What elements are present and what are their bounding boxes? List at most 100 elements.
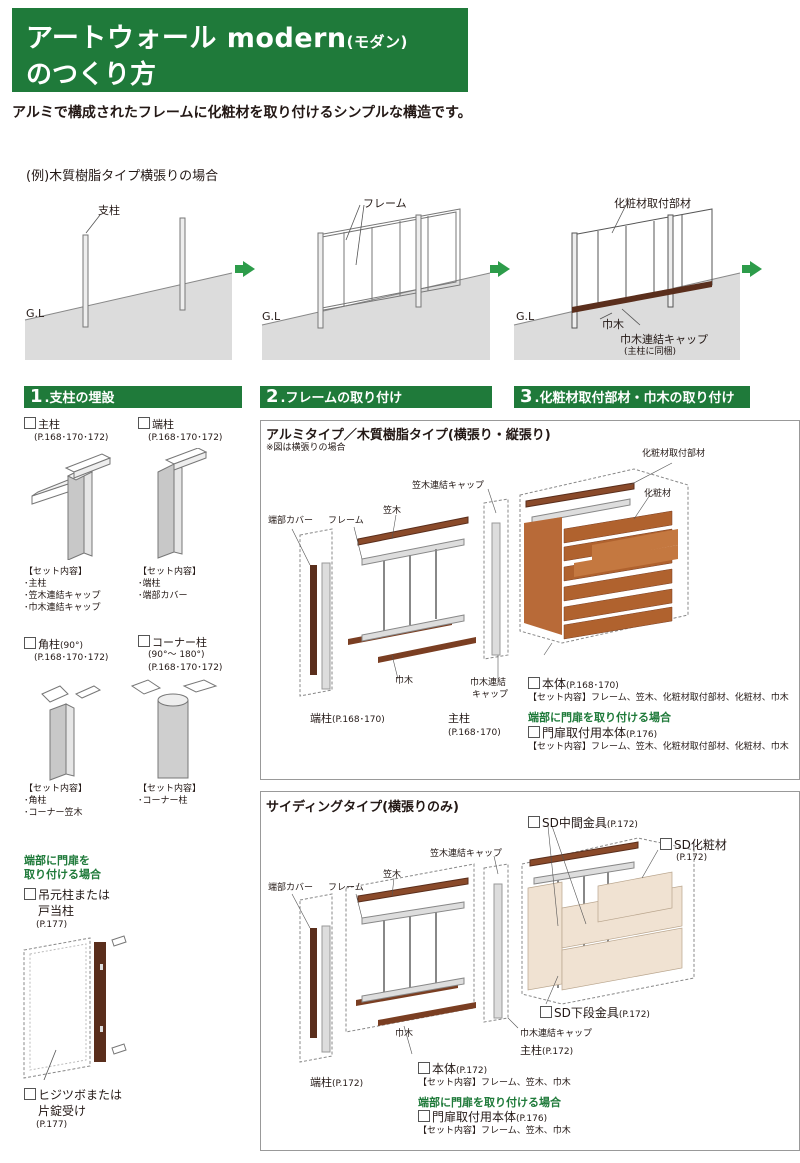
ground-line-1: [24, 272, 233, 321]
siding-label-end-post: 端柱(P.172): [310, 1076, 364, 1089]
corner-post-pages: (P.168･170･172): [34, 653, 109, 663]
title-paren: (モダン): [346, 33, 408, 51]
label-gl-2: G.L: [262, 310, 281, 323]
main-post-name: 主柱: [24, 416, 60, 432]
alumi-label-main-post-pages: (P.168･170): [448, 728, 501, 738]
alumi-label-main-post: 主柱: [448, 712, 470, 725]
next-arrow-1: [243, 261, 255, 277]
gate-title-line2: 取り付ける場合: [24, 868, 101, 881]
end-post-name: 端柱: [138, 416, 174, 432]
alumi-label-end-post: 端柱(P.168･170): [310, 712, 385, 725]
ground-2: [262, 273, 490, 360]
corner-column-name: コーナー柱: [138, 634, 207, 650]
corner-column-set: 【セット内容】 ･コーナー柱: [138, 784, 202, 806]
corner-post-name: 角柱(90°): [24, 636, 83, 652]
checkbox-icon: [528, 726, 540, 738]
next-arrow-3-bar: [742, 265, 750, 273]
siding-label-kasagi: 笠木: [383, 870, 402, 880]
gate-illustration: [23, 935, 127, 1080]
page-title: アートウォール modern(モダン): [26, 23, 408, 54]
example-title: (例)木質樹脂タイプ横張りの場合: [26, 169, 219, 184]
siding-label-main-post: 主柱(P.172): [520, 1044, 574, 1057]
alumi-label-frame: フレーム: [328, 516, 364, 526]
page-title-line2: のつくり方: [26, 60, 157, 90]
alumi-gate-title: 端部に門扉を取り付ける場合: [528, 711, 671, 724]
next-arrow-2-bar: [490, 265, 498, 273]
siding-label-sd-finish-pages: (P.172): [676, 853, 708, 863]
checkbox-icon: [138, 635, 150, 647]
siding-label-sd-finish: SD化粧材: [660, 836, 727, 853]
ground-3: [514, 273, 740, 360]
hanging-post-name2: 戸当柱: [38, 904, 75, 918]
step-2: 2.フレームの取り付け: [260, 386, 492, 408]
alumi-body-set: 【セット内容】フレーム、笠木、化粧材取付部材、化粧材、巾木: [528, 693, 789, 703]
alumi-label-attach: 化粧材取付部材: [642, 449, 706, 459]
hinge-name2: 片錠受け: [38, 1104, 87, 1118]
label-frame: フレーム: [363, 197, 407, 210]
label-attach-top: 化粧材取付部材: [614, 197, 691, 210]
siding-label-sd-mid: SD中間金具(P.172): [528, 814, 638, 831]
siding-gate-title: 端部に門扉を取り付ける場合: [418, 1096, 561, 1109]
overview-diagrams: [24, 204, 741, 360]
siding-gate-body: 門扉取付用本体(P.176): [418, 1108, 547, 1125]
checkbox-icon: [24, 637, 36, 649]
siding-label-kasagi-cap: 笠木連結キャップ: [430, 849, 503, 859]
next-arrow-3: [750, 261, 762, 277]
gate-title-line1: 端部に門扉を: [24, 854, 90, 867]
post-illustrations-row1: [31, 448, 208, 560]
siding-label-habaki: 巾木: [395, 1029, 414, 1039]
alumi-body: 本体(P.168･170): [528, 675, 619, 692]
label-habaki-top: 巾木: [602, 318, 624, 331]
hinge-name: ヒジツボまたは: [24, 1086, 122, 1103]
checkbox-icon: [528, 816, 540, 828]
frame-2: [317, 208, 461, 329]
intro-text: アルミで構成されたフレームに化粧材を取り付けるシンプルな構造です。: [12, 105, 472, 121]
checkbox-icon: [540, 1006, 552, 1018]
checkbox-icon: [24, 1088, 36, 1100]
alumi-label-habaki-cap2: キャップ: [472, 690, 509, 700]
alumi-label-kasagi: 笠木: [383, 506, 402, 516]
siding-label-frame: フレーム: [328, 883, 364, 893]
checkbox-icon: [24, 417, 36, 429]
siding-body-set: 【セット内容】フレーム、笠木、巾木: [418, 1078, 571, 1088]
label-gl-1: G.L: [26, 307, 45, 320]
main-post-set: 【セット内容】 ･主柱 ･笠木連結キャップ ･巾木連結キャップ: [24, 567, 101, 613]
checkbox-icon: [24, 888, 36, 900]
alumi-gate-set: 【セット内容】フレーム、笠木、化粧材取付部材、化粧材、巾木: [528, 742, 789, 752]
habaki-3: [572, 281, 712, 313]
label-habaki-cap-note: (主柱に同梱): [624, 347, 677, 357]
post-illustrations-row2: [41, 679, 218, 781]
alumi-label-kasagi-cap: 笠木連結キャップ: [412, 481, 485, 491]
label-habaki-cap: 巾木連結キャップ: [620, 333, 708, 346]
alumi-label-finish: 化粧材: [644, 489, 672, 499]
siding-label-habaki-cap: 巾木連結キャップ: [520, 1029, 593, 1039]
next-arrow-1-bar: [235, 265, 243, 273]
corner-post-set: 【セット内容】 ･角柱 ･コーナー笠木: [24, 784, 88, 818]
alumi-gate-body: 門扉取付用本体(P.176): [528, 724, 657, 741]
post-1b: [179, 217, 186, 311]
hinge-pages: (P.177): [36, 1120, 68, 1130]
hanging-post-pages: (P.177): [36, 920, 68, 930]
post-1a: [82, 234, 89, 328]
alumi-diagram: [291, 462, 689, 697]
hanging-post-name: 吊元柱または: [24, 886, 110, 903]
step-1: 1.支柱の埋設: [24, 386, 242, 408]
checkbox-icon: [138, 417, 150, 429]
siding-gate-set: 【セット内容】フレーム、笠木、巾木: [418, 1126, 571, 1136]
ground-1: [25, 273, 232, 360]
checkbox-icon: [418, 1062, 430, 1074]
end-post-set: 【セット内容】 ･端柱 ･端部カバー: [138, 567, 202, 601]
siding-label-sd-low: SD下段金具(P.172): [540, 1004, 650, 1021]
title-banner: [12, 8, 468, 92]
checkbox-icon: [418, 1110, 430, 1122]
alumi-title: アルミタイプ／木質樹脂タイプ(横張り・縦張り): [266, 428, 551, 443]
checkbox-icon: [660, 838, 672, 850]
alumi-label-habaki: 巾木: [395, 676, 414, 686]
siding-title: サイディングタイプ(横張りのみ): [266, 800, 459, 815]
siding-label-end-cover: 端部カバー: [268, 883, 314, 893]
label-gl-3: G.L: [516, 310, 535, 323]
siding-diagram: [291, 825, 695, 1063]
corner-column-angle: (90°～ 180°): [148, 650, 205, 660]
alumi-label-habaki-cap1: 巾木連結: [470, 678, 507, 688]
label-post: 支柱: [98, 204, 120, 217]
